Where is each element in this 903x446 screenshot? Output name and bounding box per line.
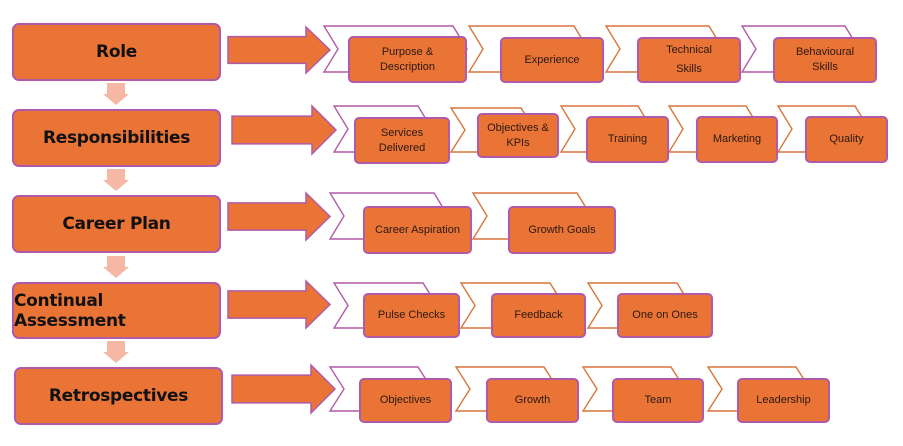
right-arrow-icon <box>231 363 337 415</box>
item-box-training: Training <box>586 116 669 163</box>
down-arrow-icon <box>103 341 129 363</box>
item-box-marketing: Marketing <box>696 116 778 163</box>
stage-box-retrospectives: Retrospectives <box>14 367 223 425</box>
item-label: Feedback <box>514 309 563 322</box>
item-label: Services Delivered <box>378 126 426 154</box>
item-box-one-on-ones: One on Ones <box>617 293 713 338</box>
down-arrow-icon <box>103 256 129 278</box>
item-label: Pulse Checks <box>377 309 446 322</box>
item-box-experience: Experience <box>500 37 604 83</box>
item-label: Leadership <box>756 394 811 407</box>
right-arrow-icon <box>231 104 338 156</box>
item-box-purpose-description: Purpose & Description <box>348 36 467 83</box>
item-label: One on Ones <box>632 309 698 322</box>
down-arrow-icon <box>103 83 129 105</box>
item-box-pulse-checks: Pulse Checks <box>363 293 460 338</box>
stage-box-career-plan: Career Plan <box>12 195 221 253</box>
item-box-objectives-kpis: Objectives & KPIs <box>477 113 559 158</box>
item-label: Team <box>644 394 672 407</box>
stage-label: Role <box>96 42 137 62</box>
item-label: Growth <box>514 394 551 407</box>
stage-label: Continual Assessment <box>14 290 126 331</box>
item-box-behavioural-skills: Behavioural Skills <box>773 37 877 83</box>
item-label: Quality <box>829 133 864 146</box>
item-box-services-delivered: Services Delivered <box>354 117 450 164</box>
item-label: Experience <box>524 53 580 66</box>
stage-label: Retrospectives <box>48 386 189 406</box>
item-label: Career Aspiration <box>375 223 460 236</box>
item-box-team: Team <box>612 378 704 423</box>
stage-box-continual-assessment: Continual Assessment <box>12 282 221 339</box>
right-arrow-icon <box>227 279 332 330</box>
stage-label: Responsibilities <box>42 128 191 148</box>
stage-box-role: Role <box>12 23 221 81</box>
item-box-career-aspiration: Career Aspiration <box>363 206 472 254</box>
item-box-growth-goals: Growth Goals <box>508 206 616 254</box>
right-arrow-icon <box>227 25 332 75</box>
item-label: Purpose & Description <box>379 45 436 73</box>
item-label: Objectives & KPIs <box>487 121 549 149</box>
item-label: Training <box>607 133 648 146</box>
item-label: Growth Goals <box>528 223 596 236</box>
right-arrow-icon <box>227 191 332 242</box>
item-box-technical-skills: Technical Skills <box>637 37 741 83</box>
item-box-growth: Growth <box>486 378 579 423</box>
item-box-quality: Quality <box>805 116 888 163</box>
stage-label: Career Plan <box>62 214 171 234</box>
item-box-objectives: Objectives <box>359 378 452 423</box>
item-label: Behavioural Skills <box>795 46 855 73</box>
down-arrow-icon <box>103 169 129 191</box>
item-label: Marketing <box>712 133 762 146</box>
item-label: Technical Skills <box>666 44 712 75</box>
item-box-leadership: Leadership <box>737 378 830 423</box>
item-label: Objectives <box>379 394 432 407</box>
stage-box-responsibilities: Responsibilities <box>12 109 221 167</box>
item-box-feedback: Feedback <box>491 293 586 338</box>
